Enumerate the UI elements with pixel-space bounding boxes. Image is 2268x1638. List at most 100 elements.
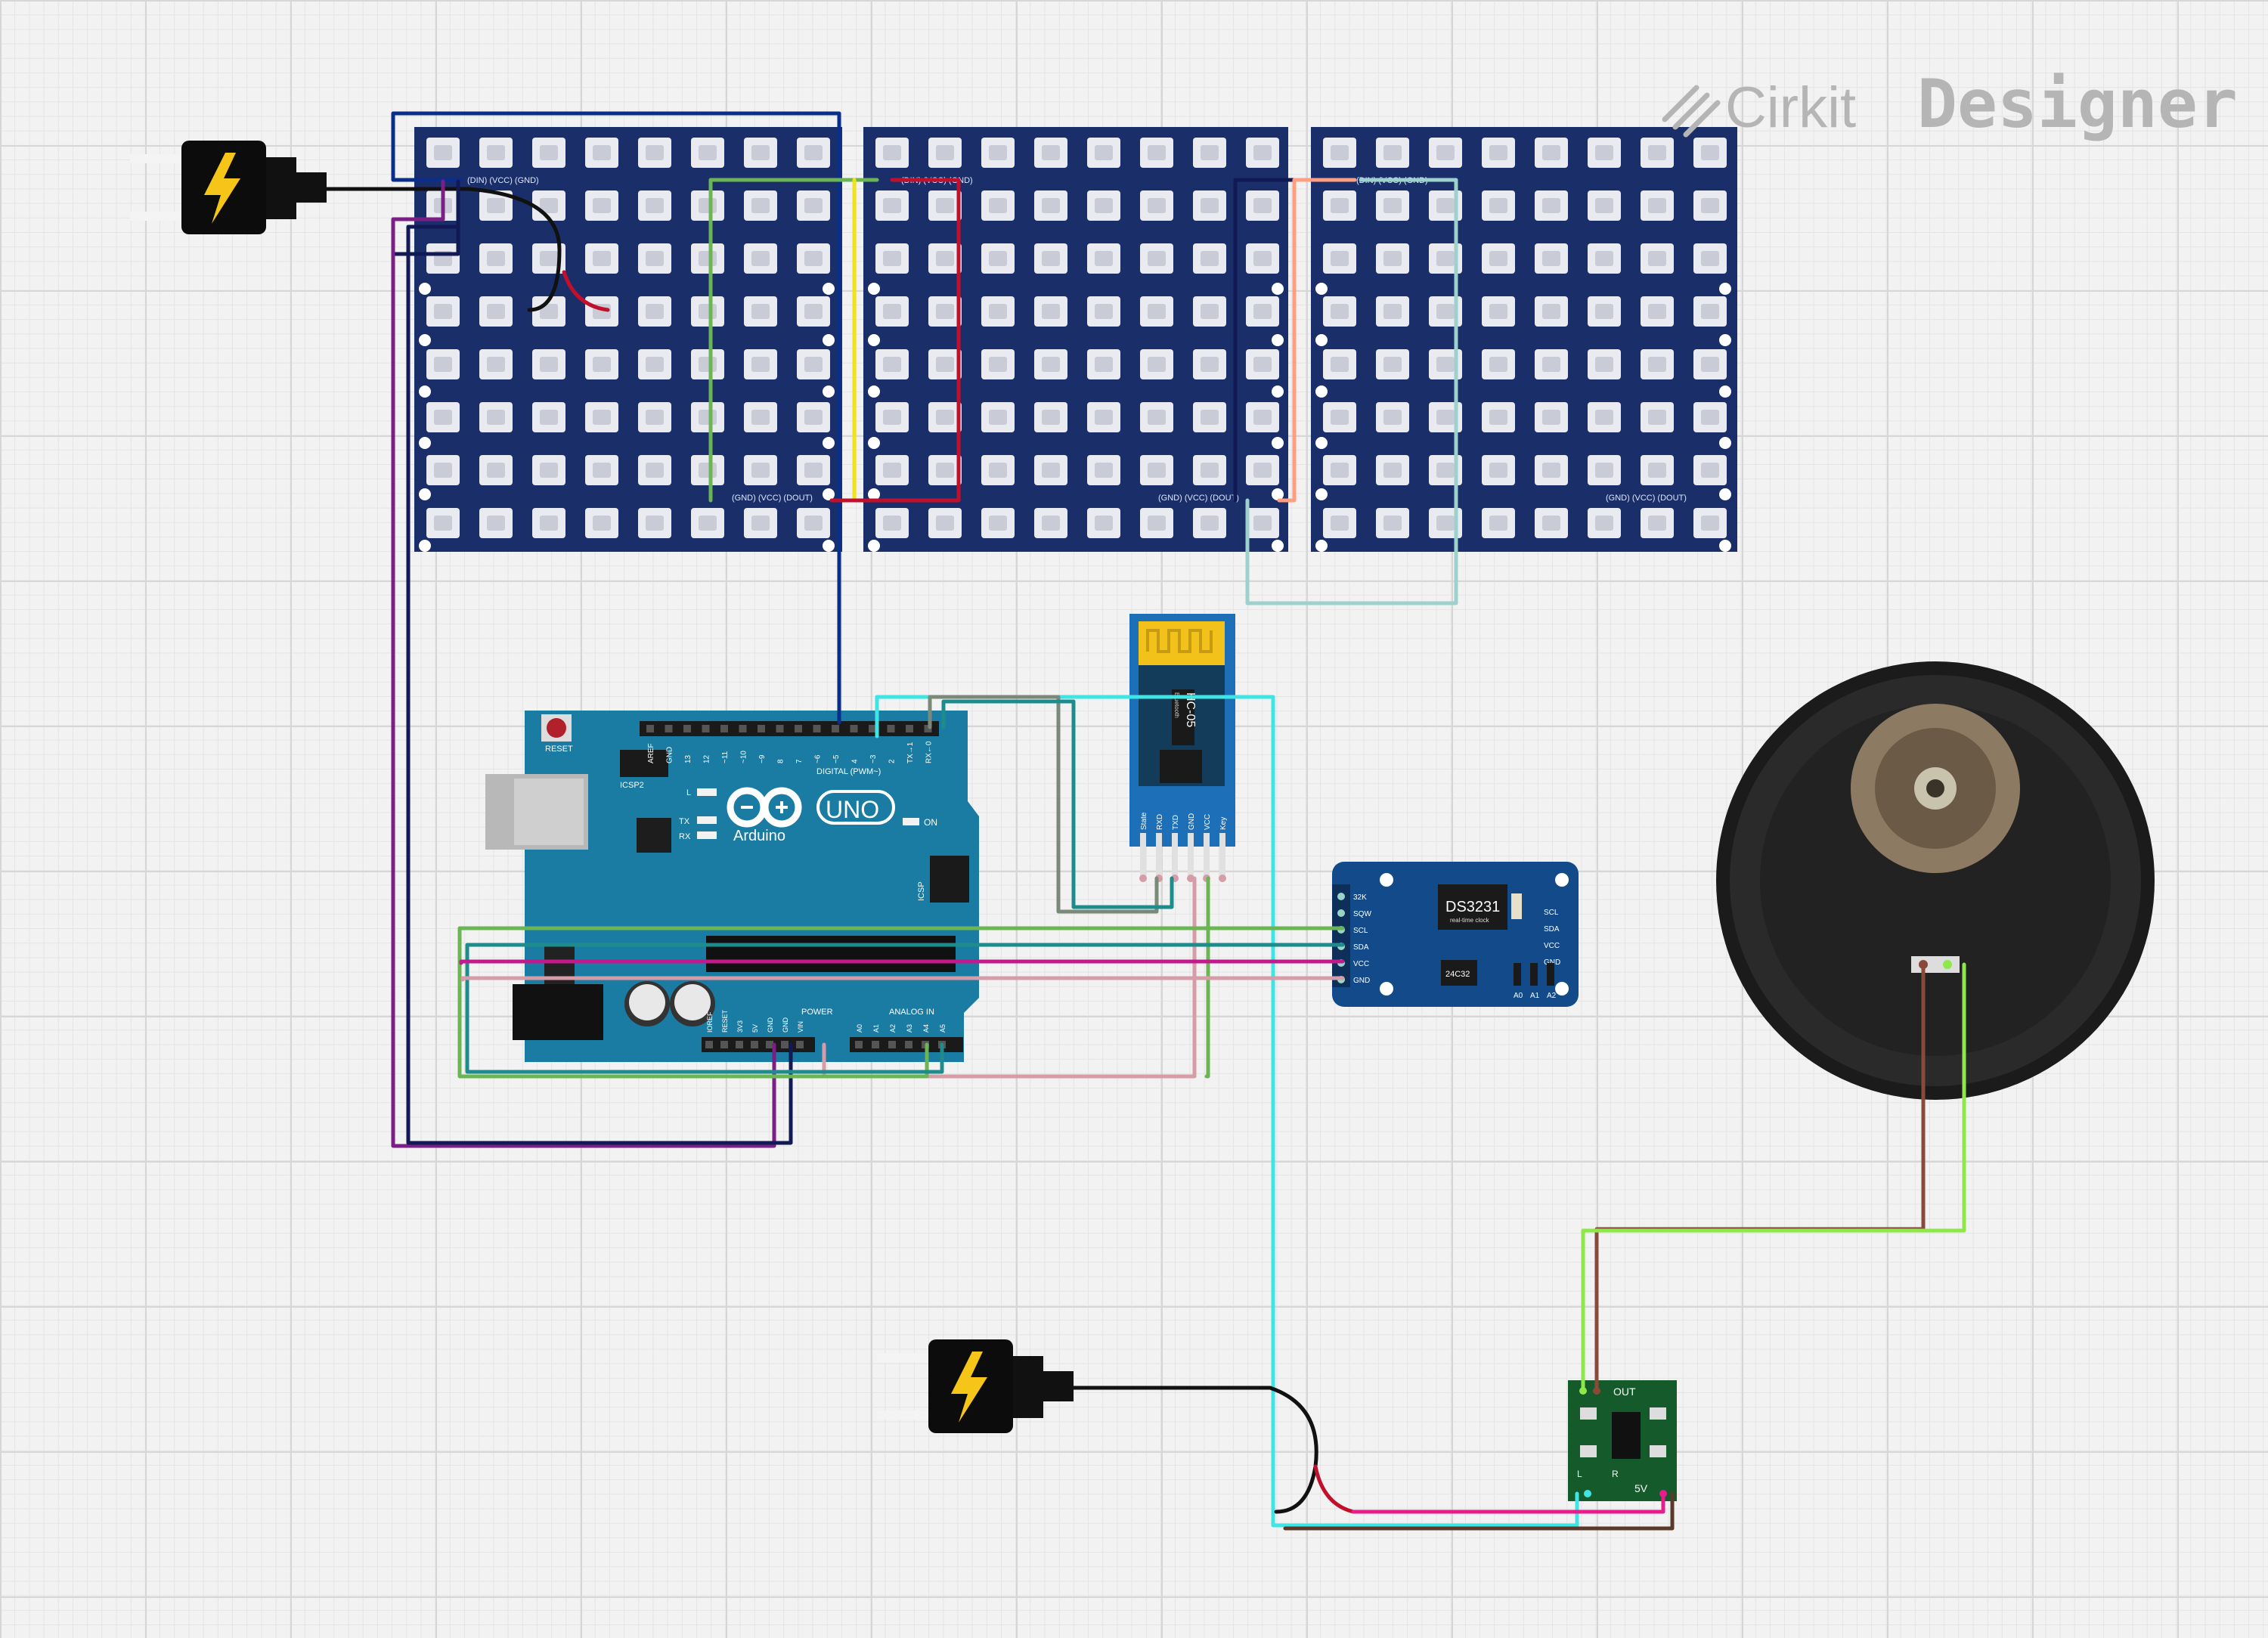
power-pin[interactable]: [720, 1041, 728, 1048]
led-pixel-core: [883, 357, 901, 372]
power-pin[interactable]: [736, 1041, 743, 1048]
wire-psu1-black[interactable]: [324, 187, 562, 312]
led-matrix-1[interactable]: (DIN) (VCC) (GND) (GND) (VCC) (DOUT): [414, 127, 842, 552]
matrix-side-dot: [868, 488, 880, 500]
cirkit-watermark: Cirkit Designer: [1662, 65, 2238, 143]
speaker[interactable]: [1716, 661, 2155, 1100]
power-pin[interactable]: [751, 1041, 758, 1048]
digital-pin[interactable]: [702, 725, 710, 732]
speaker-terminal-right[interactable]: [1943, 960, 1952, 969]
digital-pin[interactable]: [739, 725, 747, 732]
ds3231-rtc[interactable]: DS3231 real-time clock 24C32 32KSQWSCLSD…: [1332, 862, 1579, 1007]
wire-data-pin6[interactable]: [391, 111, 841, 725]
digital-pin[interactable]: [720, 725, 728, 732]
matrix-side-dot: [1272, 437, 1284, 449]
reset-button[interactable]: [547, 718, 566, 738]
led-pixel-core: [487, 463, 505, 478]
wire-bt-txd[interactable]: [941, 699, 1174, 909]
wire-matrix1-green[interactable]: [708, 178, 879, 503]
led-pixel-core: [487, 251, 505, 266]
bt-pin[interactable]: [1219, 833, 1225, 878]
digital-pin-label: ~9: [758, 754, 767, 763]
led-pixel-core: [936, 516, 954, 531]
bt-pin[interactable]: [1140, 833, 1146, 878]
wire-rtc-gnd[interactable]: [460, 976, 1345, 982]
amp-in-pin-1[interactable]: [1584, 1490, 1591, 1497]
wire-cyan-power[interactable]: [875, 695, 1579, 1528]
digital-pin[interactable]: [795, 725, 802, 732]
rtc-left-pin[interactable]: [1337, 909, 1345, 917]
digital-pin[interactable]: [924, 725, 932, 732]
led-matrix-2[interactable]: (DIN) (VCC) (GND) (GND) (VCC) (DOUT): [863, 127, 1288, 552]
wire-psu2-pink[interactable]: [1351, 1491, 1665, 1514]
led-pixel-core: [1489, 304, 1507, 319]
l-led-label: L: [686, 788, 691, 797]
led-pixel-core: [1542, 145, 1560, 160]
analog-pin[interactable]: [872, 1041, 879, 1048]
icsp2-label: ICSP2: [620, 781, 644, 790]
led-pixel-core: [1095, 198, 1113, 213]
antenna-trace: [1146, 629, 1213, 653]
led-pixel-core: [1595, 198, 1613, 213]
led-pixel-core: [699, 304, 717, 319]
wire-matrix2-salmon[interactable]: [1277, 178, 1357, 503]
led-matrix-3[interactable]: (DIN) (VCC) (GND) (GND) (VCC) (DOUT): [1311, 127, 1737, 552]
led-pixel-core: [646, 357, 664, 372]
led-pixel-core: [540, 198, 558, 213]
led-pixel-core: [804, 516, 823, 531]
power-supply-2[interactable]: [877, 1339, 1074, 1433]
digital-pin[interactable]: [869, 725, 876, 732]
led-pixel-core: [646, 463, 664, 478]
bt-pin[interactable]: [1188, 833, 1194, 878]
digital-pin-label: ~3: [869, 754, 878, 763]
wire-matrix1-red[interactable]: [829, 178, 961, 503]
digital-pin[interactable]: [906, 725, 913, 732]
led-pixel-core: [1436, 198, 1455, 213]
power-pin[interactable]: [781, 1041, 789, 1048]
power-pin[interactable]: [796, 1041, 804, 1048]
wire-psu2-black[interactable]: [1071, 1386, 1318, 1514]
digital-pin[interactable]: [665, 725, 673, 732]
wire-navy-gnd[interactable]: [406, 224, 793, 1145]
led-pixel-core: [751, 251, 770, 266]
matrix-side-dot: [1719, 334, 1731, 346]
wire-rtc-vcc[interactable]: [459, 959, 1345, 965]
led-pixel-core: [699, 463, 717, 478]
wire-speaker-right[interactable]: [1581, 962, 1966, 1393]
digital-pin[interactable]: [832, 725, 839, 732]
wire-purple-5v[interactable]: [391, 179, 776, 1148]
digital-pin[interactable]: [850, 725, 858, 732]
wire-psu2-red[interactable]: [1313, 1464, 1356, 1514]
wire-matrix2-teal[interactable]: [1245, 178, 1458, 605]
analog-pin[interactable]: [855, 1041, 863, 1048]
digital-pin[interactable]: [683, 725, 691, 732]
matrix-side-dot: [1272, 540, 1284, 552]
wire-rtc-sda[interactable]: [465, 943, 1345, 1074]
analog-pin[interactable]: [888, 1041, 896, 1048]
led-pixel-core: [540, 145, 558, 160]
bt-pin[interactable]: [1204, 833, 1210, 878]
digital-pin[interactable]: [813, 725, 821, 732]
matrix-1-output-label: (GND) (VCC) (DOUT): [732, 494, 813, 503]
digital-pin[interactable]: [646, 725, 654, 732]
power-pin[interactable]: [766, 1041, 773, 1048]
matrix-side-dot: [419, 488, 431, 500]
rtc-left-pin[interactable]: [1337, 893, 1345, 900]
power-pin[interactable]: [705, 1041, 713, 1048]
wire-psu2-brown[interactable]: [1283, 1491, 1675, 1531]
bt-pin[interactable]: [1172, 833, 1178, 878]
bt-pin[interactable]: [1156, 833, 1162, 878]
digital-pin[interactable]: [776, 725, 784, 732]
analog-pin[interactable]: [905, 1041, 912, 1048]
pam8403-amplifier[interactable]: OUT L R 5V: [1568, 1380, 1677, 1501]
power-supply-1[interactable]: [130, 141, 327, 234]
plug-prong-top: [130, 154, 181, 163]
led-pixel-core: [1042, 304, 1060, 319]
digital-pin[interactable]: [758, 725, 765, 732]
digital-pin[interactable]: [887, 725, 895, 732]
wire-rtc-scl[interactable]: [457, 926, 1345, 1079]
wire-psu1-red[interactable]: [562, 270, 610, 312]
